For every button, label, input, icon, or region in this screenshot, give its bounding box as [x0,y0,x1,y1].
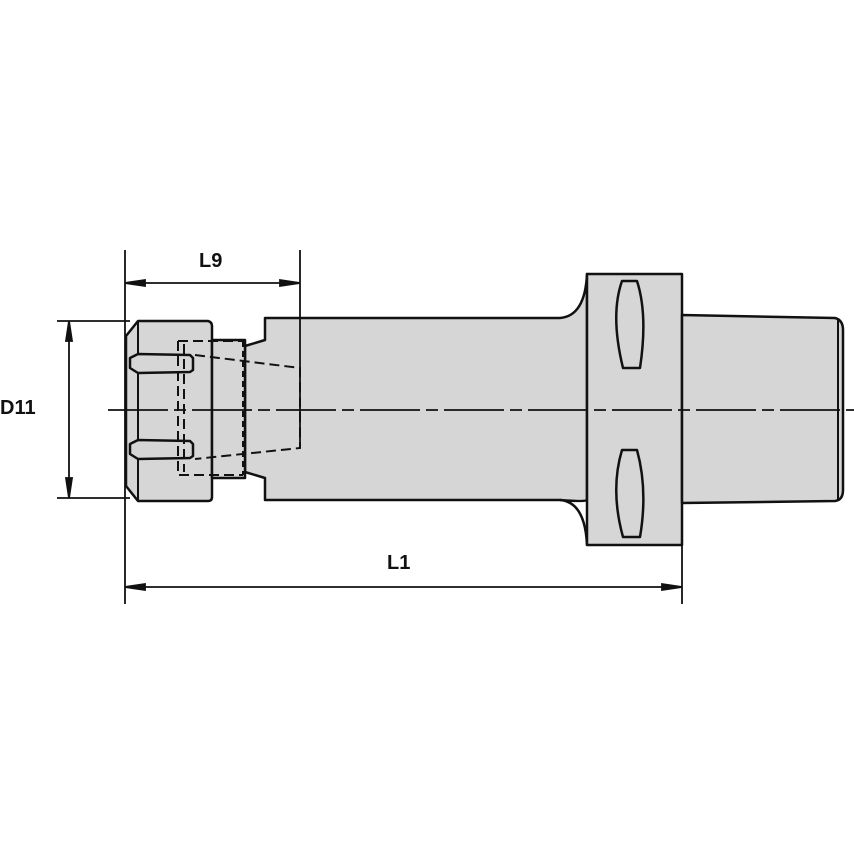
neck [210,338,247,480]
hidden-bore [177,340,243,476]
dimension-label-l1: L1 [387,552,411,574]
dimension-label-l9: L9 [199,250,223,272]
shank-fillet [559,498,589,546]
rear-shank [680,313,845,505]
shank-body [243,272,589,503]
drive-slot-top [615,279,645,370]
dimension-label-d11: D11 [0,397,36,419]
hidden-taper [194,354,301,460]
drive-slot-bottom [615,448,645,539]
